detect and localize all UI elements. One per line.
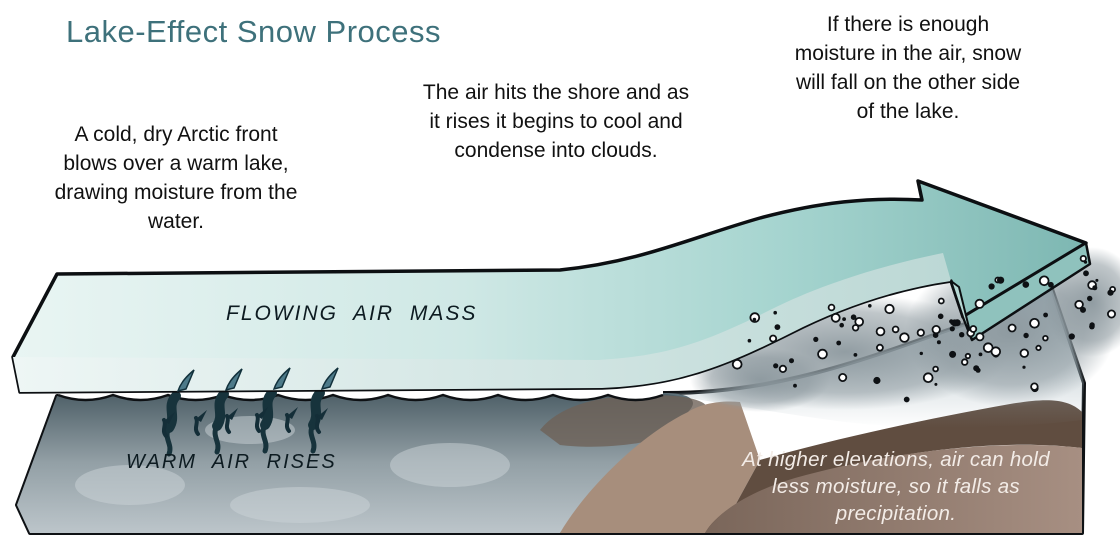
- lake-surface: [17, 393, 693, 533]
- hill-front-face: [705, 444, 1082, 533]
- annotation-snow-falls: If there is enough moisture in the air, …: [794, 13, 1022, 123]
- warm-air-rises-label: WARM AIR RISES: [126, 451, 337, 473]
- air-mass-front-edge: [13, 253, 951, 392]
- precipitation-note: At higher elevations, air can hold less …: [742, 448, 1050, 525]
- arrowhead-barb-face: [950, 280, 973, 341]
- annotation-air-rises: The air hits the shore and as it rises i…: [422, 81, 690, 162]
- hill-dark-brown: [705, 400, 1082, 533]
- terrain-tan-band: [560, 401, 760, 533]
- flowing-air-mass-label: FLOWING AIR MASS: [226, 302, 478, 325]
- lake-wave-highlights: [75, 416, 510, 523]
- snow-dots: [731, 255, 1117, 403]
- annotation-cold-front: A cold, dry Arctic front blows over a wa…: [54, 123, 298, 233]
- page-title: Lake-Effect Snow Process: [66, 14, 441, 49]
- wave-line: [57, 393, 664, 402]
